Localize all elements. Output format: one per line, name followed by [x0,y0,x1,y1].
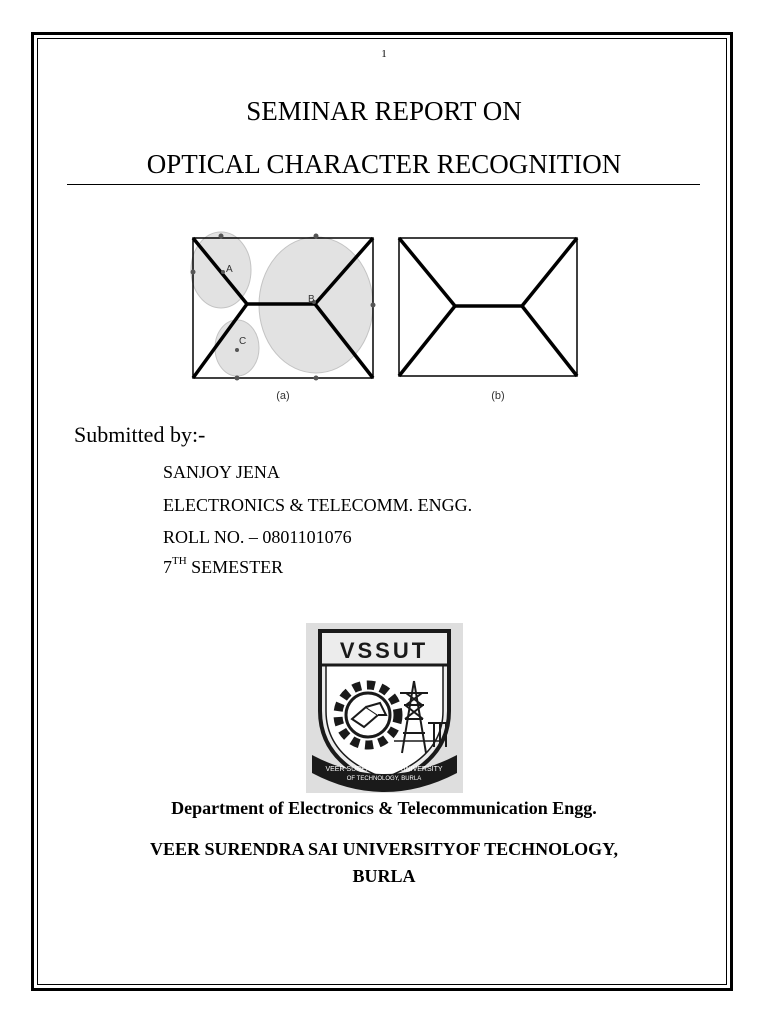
logo-acronym: VSSUT [340,638,428,663]
tangent-dot [370,302,376,308]
report-title-line-1: SEMINAR REPORT ON [246,96,522,126]
center-dot [312,300,316,304]
page-outer-border [31,32,733,991]
panel-b-rect [398,237,578,377]
logo-graphic: VSSUT VEER SURENDRA SAI UNIVERSITY OF TE… [312,629,457,792]
semester-word: SEMESTER [186,557,284,577]
semester-suffix: TH [172,555,187,567]
panel-b-skeleton [397,236,579,308]
skeleton-figure: A B C (a) (b) [190,231,579,402]
semester-number: 7 [163,557,172,577]
department-name: Department of Electronics & Telecommunic… [171,798,597,818]
logo-ribbon [312,755,457,792]
figure-label-a: (a) [276,390,289,402]
center-dot [235,348,239,352]
point-label-b: B [308,294,315,305]
submitted-by-heading: Submitted by:- [74,422,206,447]
ribbon-text-line-2: OF TECHNOLOGY, BURLA [347,776,421,782]
page-number: 1 [381,48,387,60]
center-dot [221,270,225,274]
page-inner-border [37,38,727,985]
panel-a-skeleton-lower-right [313,302,375,380]
figure-panel-a: A B C (a) [190,231,376,402]
tangent-dot [190,269,196,275]
title-underline [67,184,700,185]
panel-a-skeleton [191,236,375,306]
figure-panel-b: (b) [397,236,579,402]
university-name-line-1: VEER SURENDRA SAI UNIVERSITYOF TECHNOLOG… [150,839,618,859]
panel-b-skeleton-lower-left [397,304,457,378]
panel-a-skeleton-lower [191,302,249,380]
tangent-dot [313,233,319,239]
gear-icon [333,680,403,750]
report-title-line-2: OPTICAL CHARACTER RECOGNITION [146,149,622,179]
student-semester: 7TH SEMESTER [163,555,284,578]
university-name-line-2: BURLA [352,866,416,886]
panel-a-rect [192,237,374,379]
tangent-dot [218,233,224,239]
transmission-tower-icon [394,680,447,754]
point-label-a: A [226,264,233,275]
university-logo: VSSUT VEER SURENDRA SAI UNIVERSITY OF TE… [306,623,463,793]
ribbon-text-line-1: VEER SURENDRA SAI UNIVERSITY [325,766,442,773]
tangent-dot [313,375,319,381]
point-label-c: C [239,336,246,347]
student-name: SANJOY JENA [163,462,280,482]
tangent-dot [234,375,240,381]
panel-b-skeleton-lower-right [520,304,579,378]
student-roll-number: ROLL NO. – 0801101076 [163,527,352,547]
student-branch: ELECTRONICS & TELECOMM. ENGG. [163,495,473,515]
figure-label-b: (b) [491,390,504,402]
